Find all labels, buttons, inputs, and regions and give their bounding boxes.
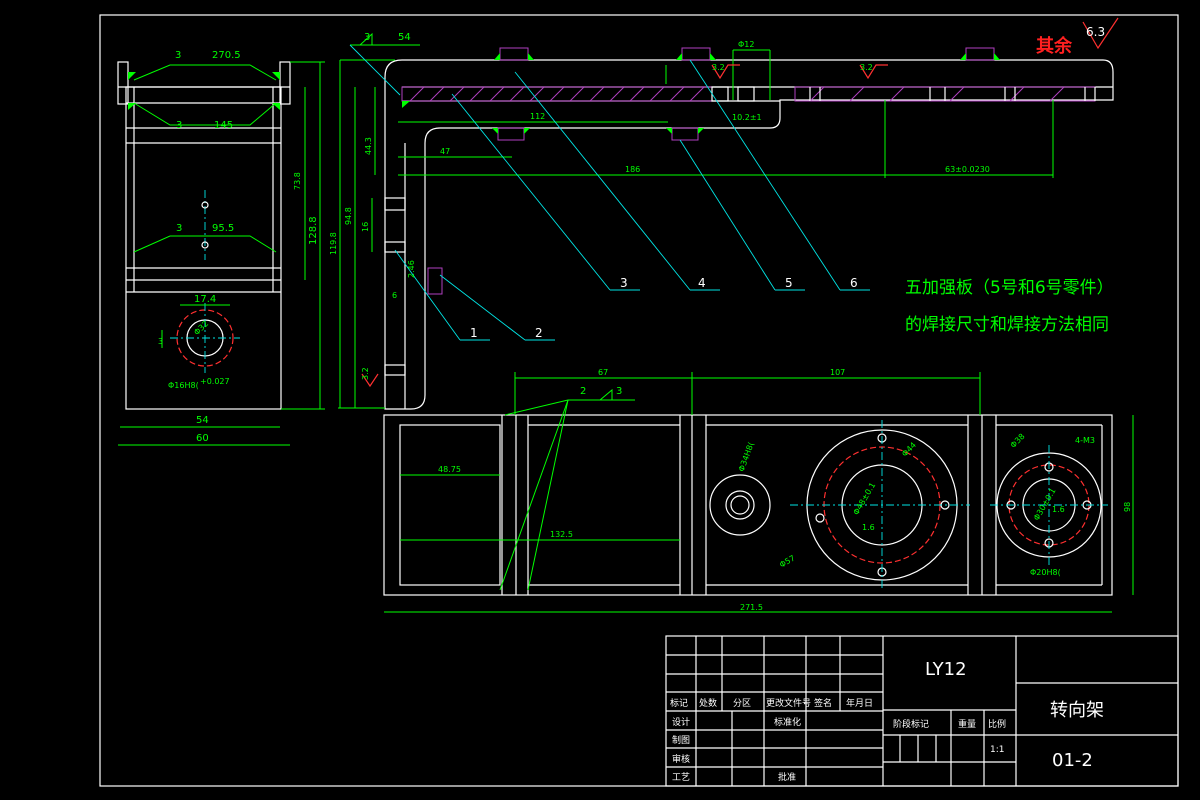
weld-mid-symbol: 3 — [176, 120, 182, 131]
weld-right-symbol: 3 — [616, 386, 622, 397]
header-change-doc: 更改文件号 — [766, 697, 811, 709]
bore-large-label: Φ34H8( — [737, 441, 756, 473]
header-mark: 标记 — [670, 697, 688, 709]
dim-phi12: Φ12 — [738, 40, 754, 49]
front-view: 3 54 112 47 186 63±0.0230 44.3 94.8 119.… — [329, 17, 1119, 410]
weld-low-symbol: 3 — [176, 223, 182, 234]
plan-view: 67 107 2 3 48.75 132.5 271.5 98 Φ34H8( Φ… — [383, 368, 1134, 613]
dim-phi38: Φ38 — [1009, 432, 1027, 450]
weight-label: 重量 — [958, 718, 976, 730]
dim-phi44: Φ44 — [900, 440, 918, 458]
row-review: 审核 — [672, 753, 690, 765]
dim-44-3: 44.3 — [364, 137, 373, 155]
note-line-1: 五加强板（5号和6号零件） — [905, 278, 1114, 298]
part-label-2: 2 — [535, 326, 543, 340]
weld-left-symbol: 2 — [580, 386, 586, 397]
hole-tolerance: +0.027 — [200, 377, 230, 386]
part-name: 转向架 — [1050, 700, 1104, 721]
dim-6: 6 — [392, 291, 397, 300]
ratio-label: 比例 — [988, 718, 1006, 730]
dim-67: 67 — [598, 368, 608, 377]
title-block: 标记 处数 分区 更改文件号 签名 年月日 设计 标准化 制图 审核 工艺 批准… — [665, 635, 1179, 787]
dim-107: 107 — [830, 368, 845, 377]
header-sign: 签名 — [814, 697, 832, 709]
note-line-2: 的焊接尺寸和焊接方法相同 — [905, 315, 1109, 335]
bore-pcd-label: Φ48±0.1 — [852, 481, 878, 517]
dim-95-5: 95.5 — [212, 223, 234, 234]
dim-270-5: 270.5 — [212, 50, 241, 61]
dim-271-5: 271.5 — [740, 603, 763, 612]
part-label-4: 4 — [698, 276, 706, 290]
row-approve: 批准 — [778, 771, 796, 783]
dim-112: 112 — [530, 112, 545, 121]
header-zone: 分区 — [733, 698, 751, 709]
row-standardize: 标准化 — [774, 716, 801, 728]
dim-17-4: 17.4 — [194, 294, 216, 305]
sheet-border — [99, 14, 1179, 787]
dim-119-8: 119.8 — [329, 232, 338, 255]
roughness-3-2-a: 3.2 — [712, 63, 725, 72]
dim-16: 16 — [361, 222, 370, 232]
dim-186: 186 — [625, 165, 640, 174]
weld-top-symbol: 3 — [175, 50, 181, 61]
part-label-3: 3 — [620, 276, 628, 290]
drawing-number: 01-2 — [1052, 750, 1093, 771]
dim-2-46: 2.46 — [407, 260, 416, 278]
weld-symbol-front: 3 — [364, 32, 370, 43]
dim-54: 54 — [196, 415, 209, 426]
dim-94-8: 94.8 — [344, 207, 353, 225]
hole-diameter: Φ32 — [192, 319, 210, 337]
material-label: LY12 — [925, 659, 967, 680]
scale-value: 1:1 — [990, 745, 1004, 755]
dim-98: 98 — [1123, 502, 1132, 512]
roughness-3-2-c: 3.2 — [361, 367, 370, 380]
thread-4-m3: 4-M3 — [1075, 436, 1095, 445]
side-view: 3 270.5 3 145 3 95.5 17.4 54 60 73.8 128… — [117, 50, 325, 446]
header-count: 处数 — [699, 697, 717, 709]
stage-mark-label: 阶段标记 — [893, 718, 929, 730]
part-label-6: 6 — [850, 276, 858, 290]
roughness-other-label: 其余 — [1036, 35, 1073, 57]
bore-small-label: Φ20H8( — [1030, 568, 1061, 577]
dim-145: 145 — [214, 120, 233, 131]
dim-48-75: 48.75 — [438, 465, 461, 474]
dim-60: 60 — [196, 433, 209, 444]
part-label-5: 5 — [785, 276, 793, 290]
dim-3-side: 3 — [158, 337, 163, 346]
weld-length-54: 54 — [398, 32, 411, 43]
part-label-1: 1 — [470, 326, 478, 340]
header-date: 年月日 — [846, 697, 873, 709]
dim-63: 63±0.0230 — [945, 165, 990, 174]
dim-47: 47 — [440, 147, 450, 156]
dim-10-2: 10.2±1 — [732, 113, 762, 122]
dim-128-8: 128.8 — [308, 216, 319, 245]
hole-fit-label: Φ16H8( — [168, 381, 199, 390]
dim-132-5: 132.5 — [550, 530, 573, 539]
roughness-other-value: 6.3 — [1086, 25, 1105, 39]
roughness-3-2-b: 3.2 — [860, 63, 873, 72]
row-process: 工艺 — [672, 772, 690, 783]
dim-73-8: 73.8 — [293, 172, 302, 190]
row-draw: 制图 — [672, 734, 690, 746]
dim-1-6: 1.6 — [862, 523, 875, 532]
roughness-1-6: 1.6 — [1052, 505, 1065, 514]
dim-phi57: Φ57 — [778, 554, 797, 570]
row-design: 设计 — [672, 716, 690, 728]
